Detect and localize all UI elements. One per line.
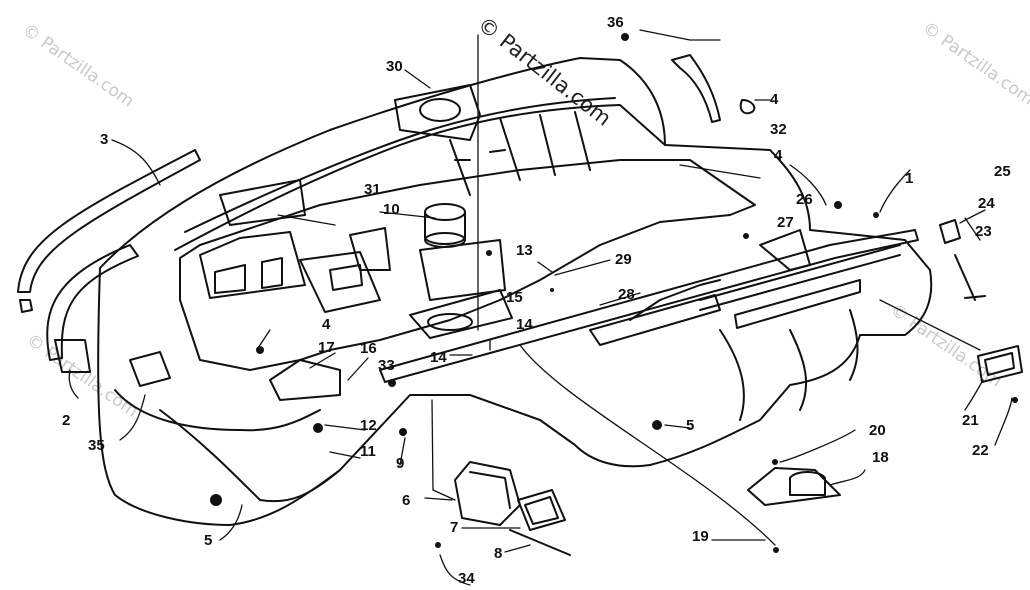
callout-19: 19: [692, 528, 709, 545]
callout-36: 36: [607, 14, 624, 31]
callout-4: 4: [322, 316, 331, 333]
callout-31: 31: [364, 181, 381, 198]
callout-32: 32: [770, 121, 787, 138]
callout-4: 4: [770, 91, 779, 108]
callout-18: 18: [872, 449, 889, 466]
motor-bracket: [747, 467, 841, 506]
callout-9: 9: [396, 455, 404, 472]
callout-21: 21: [962, 412, 979, 429]
callout-11: 11: [360, 443, 376, 460]
callout-14: 14: [516, 316, 533, 333]
callout-33: 33: [378, 357, 395, 374]
callout-26: 26: [796, 191, 813, 208]
side-panel: [589, 294, 721, 346]
callout-22: 22: [972, 442, 989, 459]
callout-23: 23: [975, 223, 992, 240]
callout-34: 34: [458, 570, 475, 587]
callout-24: 24: [978, 195, 995, 212]
callout-8: 8: [494, 545, 502, 562]
callout-28: 28: [618, 286, 635, 303]
callout-30: 30: [386, 58, 403, 75]
callout-7: 7: [450, 519, 458, 536]
taillight: [977, 345, 1023, 383]
callout-5: 5: [204, 532, 212, 549]
callout-3: 3: [100, 131, 108, 148]
callout-6: 6: [402, 492, 410, 509]
callout-2: 2: [62, 412, 70, 429]
hood-top-ridge: [174, 104, 666, 251]
callout-15: 15: [506, 289, 523, 306]
callout-27: 27: [777, 214, 794, 231]
callout-13: 13: [516, 242, 533, 259]
callout-29: 29: [615, 251, 632, 268]
callout-25: 25: [994, 163, 1011, 180]
callout-20: 20: [869, 422, 886, 439]
hood-inner-deck: [179, 159, 756, 371]
callout-1: 1: [905, 170, 913, 187]
callout-14: 14: [430, 349, 447, 366]
hood-body: [97, 57, 933, 526]
callout-10: 10: [383, 201, 400, 218]
callout-4: 4: [774, 147, 783, 164]
bumper: [17, 149, 201, 293]
callout-5: 5: [686, 417, 694, 434]
callout-35: 35: [88, 437, 105, 454]
callout-16: 16: [360, 340, 377, 357]
side-rail: [379, 229, 919, 383]
callout-12: 12: [360, 417, 377, 434]
callout-17: 17: [318, 339, 335, 356]
plate: [394, 84, 481, 141]
